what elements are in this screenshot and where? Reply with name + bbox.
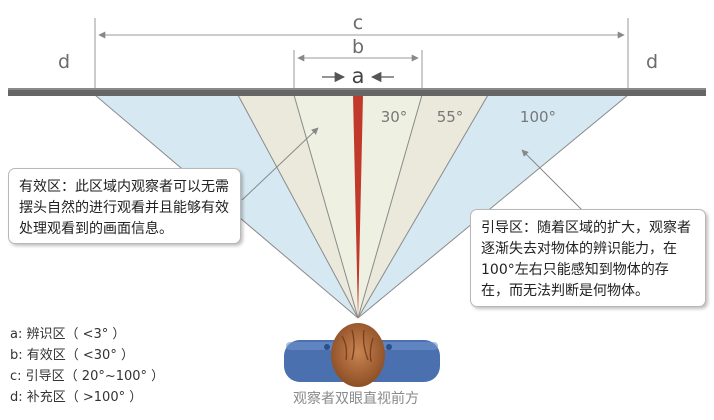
effective-callout-pointer: [241, 127, 319, 201]
dimension-d-right-label: d: [646, 51, 658, 73]
dimension-ticks: [94, 18, 629, 88]
guide-callout-pointer: [521, 149, 589, 217]
legend-item-a: a: 辨识区（ <3° ）: [10, 327, 126, 342]
guide-zone-callout: 引导区：随着区域的扩大，观察者逐渐失去对物体的辨识能力，在100°左右只能感知到…: [470, 209, 706, 307]
legend-item-c: c: 引导区（ 20°~100° ）: [10, 369, 165, 384]
guide-zone-text: 引导区：随着区域的扩大，观察者逐渐失去对物体的辨识能力，在100°左右只能感知到…: [481, 220, 691, 299]
dimension-b-label: b: [352, 36, 364, 58]
recognition-zone: [353, 95, 363, 318]
dimension-d-left-label: d: [58, 51, 70, 73]
dimension-c-label: c: [353, 12, 363, 34]
screen-wall: [8, 88, 706, 96]
observer-caption: 观察者双眼直视前方: [293, 391, 419, 407]
angle-label-55: 55°: [437, 108, 464, 126]
angle-label-100: 100°: [520, 108, 556, 126]
legend-item-d: d: 补充区（ >100° ）: [10, 390, 143, 405]
effective-zone-callout: 有效区：此区域内观察者可以无需摆头自然的进行观看并且能够有效处理观看到的画面信息…: [8, 168, 241, 244]
angle-label-30: 30°: [381, 108, 408, 126]
observer-icon: [284, 323, 440, 387]
effective-zone-text: 有效区：此区域内观察者可以无需摆头自然的进行观看并且能够有效处理观看到的画面信息…: [19, 179, 229, 237]
legend-item-b: b: 有效区（ <30° ）: [10, 348, 134, 363]
zone-legend: a: 辨识区（ <3° ） b: 有效区（ <30° ） c: 引导区（ 20°…: [10, 324, 164, 408]
dimension-a-label: a: [352, 64, 365, 88]
